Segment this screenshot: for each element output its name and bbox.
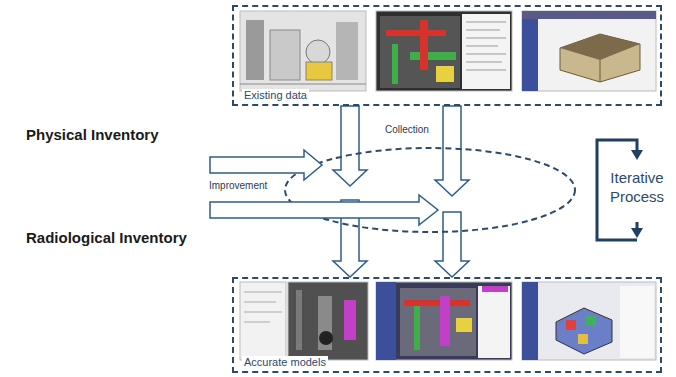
flow-arrow-part <box>435 106 469 196</box>
step-label: Improvement <box>208 180 268 191</box>
panel-caption: Existing data <box>242 89 309 101</box>
screenshot-model-grey <box>240 282 368 360</box>
model-panel: Accurate models <box>232 277 662 373</box>
screenshot-model-blocks <box>522 282 656 360</box>
arrow-head <box>631 150 643 160</box>
screenshot-piping <box>376 11 512 91</box>
step-label: Collection <box>384 124 430 135</box>
inventory-label: Physical Inventory <box>26 126 159 143</box>
inventory-label: Radiological Inventory <box>26 229 187 246</box>
flow-arrow-part <box>333 106 367 186</box>
improvement-arrow <box>210 195 438 225</box>
screenshot-building <box>522 11 656 91</box>
collection-arrow <box>333 106 367 277</box>
data-panel: Existing data <box>232 5 662 106</box>
arrow-head <box>631 228 643 238</box>
screenshot-plant <box>240 11 366 91</box>
improvement-ellipse <box>285 148 575 232</box>
improvement-arrow <box>210 150 322 180</box>
flow-arrow-part <box>435 212 469 277</box>
screenshot-model-piping <box>376 282 512 360</box>
panel-caption: Accurate models <box>242 356 328 368</box>
collection-arrow <box>435 106 469 277</box>
process-label: Iterative Process <box>604 169 670 207</box>
